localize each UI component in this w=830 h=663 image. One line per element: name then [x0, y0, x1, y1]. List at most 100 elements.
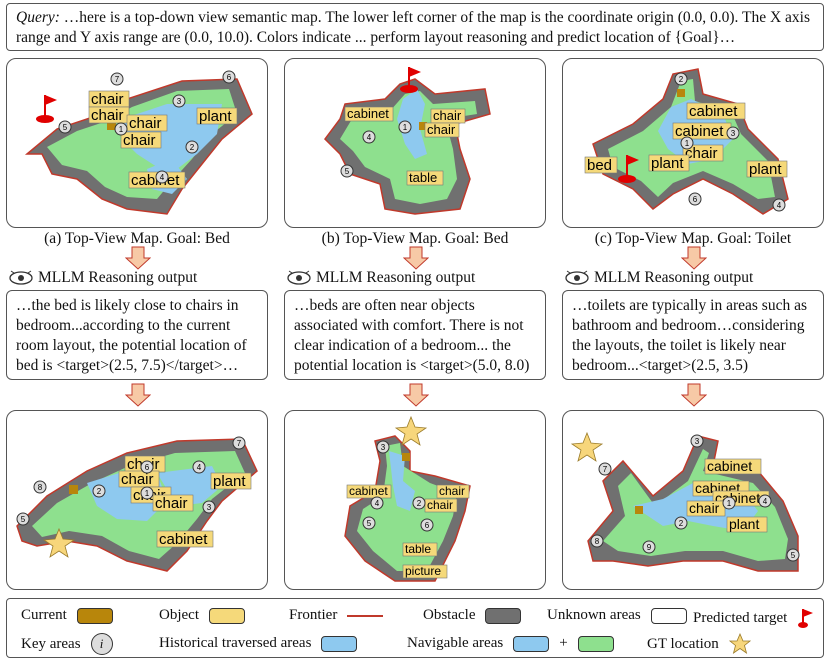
object-label: cabinet [159, 531, 208, 548]
obstacle-swatch [485, 607, 522, 624]
key-area-icon: 5 [367, 519, 372, 528]
key-area-icon: 7 [115, 75, 120, 84]
key-area-icon: 2 [190, 143, 195, 152]
semantic-map-c-bottom: cabinet cabinet cabinet chair plant 7 3 … [570, 431, 800, 572]
key-area-icon: 3 [731, 129, 736, 138]
map-panel-c-top: cabinet cabinet chair bed plant plant 2 … [562, 58, 824, 228]
object-label: bed [587, 157, 612, 174]
reasoning-header-c: MLLM Reasoning output [564, 269, 753, 287]
key-area-icon: 7 [237, 439, 242, 448]
key-area-icon: 9 [647, 543, 652, 552]
object-label: chair [91, 107, 124, 124]
gt-location-star-icon [570, 431, 604, 462]
brain-eye-icon [565, 270, 589, 285]
key-area-icon: 5 [21, 515, 26, 524]
key-area-icon: 6 [425, 521, 430, 530]
key-area-icon: 4 [160, 173, 165, 182]
down-arrow-icon [403, 246, 429, 270]
reasoning-output-a: …the bed is likely close to chairs in be… [6, 290, 268, 380]
object-label: plant [199, 108, 232, 125]
predicted-target-icon [618, 155, 639, 183]
semantic-map-b-top: cabinet chair chair table 4 5 1 [324, 67, 491, 215]
current-swatch [76, 607, 113, 624]
key-area-icon: 3 [695, 437, 700, 446]
reasoning-header-text: MLLM Reasoning output [38, 269, 198, 286]
key-area-icon: 4 [197, 463, 202, 472]
down-arrow-icon [681, 383, 707, 407]
key-area-icon: 6 [227, 73, 232, 82]
gt-location-star-icon [394, 415, 428, 446]
object-label: chair [685, 145, 718, 162]
key-area-icon: 1 [145, 489, 150, 498]
key-area-icon: 1 [685, 139, 690, 148]
legend-object: Object [159, 607, 245, 624]
reasoning-header-text: MLLM Reasoning output [316, 269, 476, 286]
key-area-icon: 2 [679, 519, 684, 528]
legend-label: Unknown areas [547, 607, 641, 623]
brain-eye-icon [9, 270, 33, 285]
reasoning-header-b: MLLM Reasoning output [286, 269, 475, 287]
map-panel-a-top: chair chair chair chair plant cabinet 7 … [6, 58, 268, 228]
key-area-icon: 4 [777, 201, 782, 210]
object-label: chair [129, 115, 162, 132]
legend-plus: + [559, 635, 568, 651]
legend-obstacle: Obstacle [423, 607, 522, 624]
down-arrow-icon [125, 246, 151, 270]
current-marker [635, 506, 643, 514]
legend-label: GT location [647, 635, 719, 652]
legend-label: Frontier [289, 607, 338, 623]
current-marker [677, 89, 685, 97]
object-label: plant [749, 161, 782, 178]
object-label: cabinet [347, 106, 389, 121]
predicted-target-icon [798, 609, 814, 628]
key-area-icon: 1 [403, 123, 408, 132]
object-label: chair [121, 471, 154, 488]
object-label: table [405, 542, 431, 556]
legend-frontier: Frontier [289, 607, 384, 624]
key-area-icon: 3 [207, 503, 212, 512]
down-arrow-icon [403, 383, 429, 407]
object-label: cabinet [349, 484, 388, 498]
legend-label: Obstacle [423, 607, 476, 623]
object-label: chair [439, 484, 465, 498]
key-area-icon: 2 [97, 487, 102, 496]
key-area-icon: i [90, 633, 113, 655]
legend-current: Current [21, 607, 113, 624]
legend-historical: Historical traversed areas [159, 635, 358, 652]
key-area-icon: 6 [145, 463, 150, 472]
object-label: cabinet [707, 458, 752, 474]
legend-predicted: Predicted target [693, 607, 815, 629]
down-arrow-icon [125, 383, 151, 407]
object-label: plant [213, 473, 246, 490]
key-area-icon: 3 [177, 97, 182, 106]
semantic-map-c-top: cabinet cabinet chair bed plant plant 2 … [584, 68, 789, 215]
map-panel-c-bottom: cabinet cabinet cabinet chair plant 7 3 … [562, 410, 824, 590]
legend-label: Navigable areas [407, 635, 504, 651]
caption-b: (b) Top-View Map. Goal: Bed [321, 230, 509, 247]
key-area-icon: 1 [727, 499, 732, 508]
object-label: chair [427, 498, 453, 512]
unknown-swatch [650, 607, 687, 624]
reasoning-output-c: …toilets are typically in areas such as … [562, 290, 824, 380]
gt-location-star-icon [42, 527, 76, 558]
key-area-icon: 4 [375, 499, 380, 508]
current-marker [402, 453, 410, 461]
key-area-icon: 6 [693, 195, 698, 204]
key-area-icon: 7 [603, 465, 608, 474]
object-label: chair [91, 91, 124, 108]
legend-label: Predicted target [693, 609, 788, 626]
reasoning-output-b: …beds are often near objects associated … [284, 290, 546, 380]
semantic-map-a-top: chair chair chair chair plant cabinet 7 … [24, 70, 253, 215]
legend-label: Current [21, 607, 67, 623]
key-area-icon: 1 [119, 125, 124, 134]
legend-label: Key areas [21, 635, 81, 652]
query-text: …here is a top-down view semantic map. T… [16, 9, 811, 46]
map-panel-a-bottom: chair chair chair chair plant cabinet 7 … [6, 410, 268, 590]
key-area-icon: 4 [763, 497, 768, 506]
map-panel-b-top: cabinet chair chair table 4 5 1 [284, 58, 546, 228]
current-marker [107, 121, 116, 130]
query-label: Query: [16, 9, 60, 26]
object-label: chair [155, 495, 188, 512]
object-label: cabinet [675, 123, 724, 140]
object-label: chair [427, 122, 456, 137]
